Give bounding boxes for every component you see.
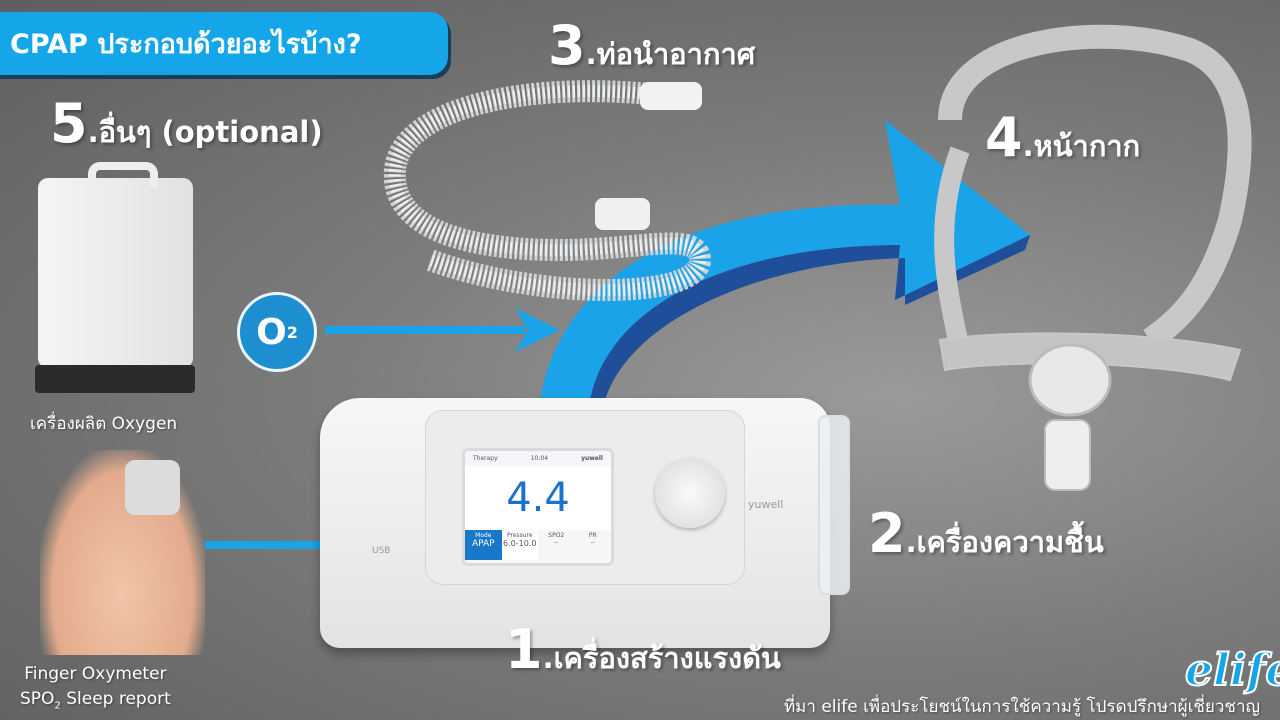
screen-spo2: SPO2--: [548, 532, 565, 546]
label-part-3: 3.ท่อนำอากาศ: [548, 14, 756, 77]
screen-time: 10:04: [530, 455, 549, 462]
oxymeter-caption-line2: SPO2 Sleep report: [20, 689, 171, 712]
screen-header-left: Therapy: [473, 455, 498, 462]
elife-logo: elife: [1184, 644, 1280, 697]
oxygen-caption: เครื่องผลิต Oxygen: [30, 414, 178, 434]
curved-arrow-shadow: [590, 235, 1030, 400]
humidifier-image: [818, 415, 850, 595]
curved-arrow-icon: [540, 120, 1030, 400]
mask-image: [934, 24, 1252, 491]
screen-pr: PR--: [588, 532, 597, 546]
usb-label: USB: [372, 546, 391, 556]
concentrator-wheels: [35, 365, 195, 393]
screen-brand: yuwell: [581, 455, 603, 462]
air-tube-image: [383, 80, 712, 301]
pressure-value: 4.4: [465, 466, 611, 530]
label-part-2: 2.เครื่องความชื้น: [868, 502, 1104, 565]
title-banner: CPAP ประกอบด้วยอะไรบ้าง?: [0, 12, 448, 75]
device-brand: yuwell: [748, 498, 784, 511]
label-part-5: 5.อื่นๆ (optional): [50, 92, 323, 155]
source-note: ที่มา elife เพื่อประโยชน์ในการใช้ความรู้…: [783, 697, 1260, 717]
page-title: CPAP ประกอบด้วยอะไรบ้าง?: [10, 29, 362, 60]
oxygen-concentrator-image: [38, 162, 193, 368]
label-part-4: 4.หน้ากาก: [985, 106, 1141, 169]
control-knob[interactable]: [655, 458, 725, 528]
o2-arrow-icon: [325, 308, 560, 352]
oxymeter-caption-line1: Finger Oxymeter: [24, 664, 167, 684]
oxymeter-caption: Finger Oxymeter SPO2 Sleep report: [20, 662, 171, 718]
label-part-1: 1.เครื่องสร้างแรงดัน: [505, 618, 781, 681]
finger-oximeter-image: [40, 450, 205, 655]
